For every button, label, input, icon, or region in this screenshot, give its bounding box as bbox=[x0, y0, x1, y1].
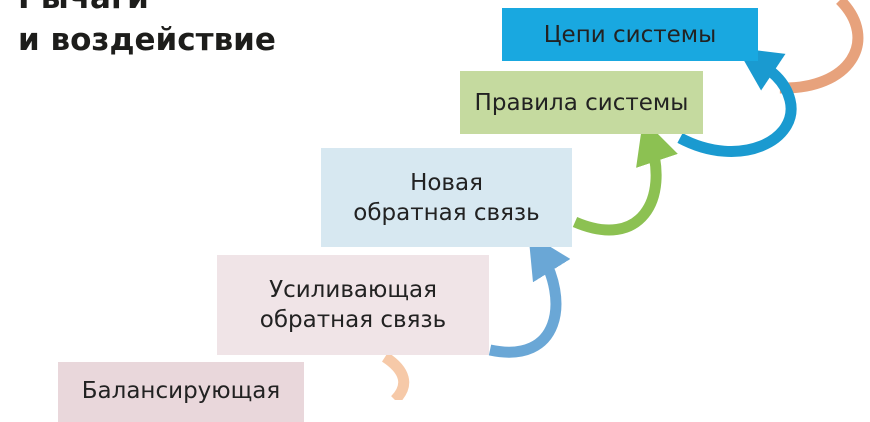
page-title: Рычаги и воздействие bbox=[18, 0, 276, 60]
step-new-feedback: Новая обратная связь bbox=[321, 148, 572, 247]
step-label-line-2: обратная связь bbox=[353, 199, 540, 226]
arrow-blue-to-chains bbox=[677, 47, 797, 157]
step-rules: Правила системы bbox=[460, 71, 703, 134]
arrows-layer bbox=[381, 0, 864, 400]
step-label: Правила системы bbox=[474, 89, 689, 116]
step-label-line-1: Новая bbox=[410, 169, 483, 196]
step-label-line-1: Усиливающая bbox=[269, 277, 437, 303]
step-label: Балансирующая bbox=[81, 378, 281, 404]
arrow-lightblue-to-new bbox=[488, 233, 571, 358]
title-line-1: Рычаги bbox=[18, 0, 276, 18]
step-label: Цепи системы bbox=[543, 21, 717, 48]
step-balancing: Балансирующая bbox=[58, 362, 304, 422]
arrow-peach-to-reinforcing bbox=[381, 352, 410, 400]
arrow-top-orange bbox=[779, 0, 864, 94]
step-label-line-2: обратная связь bbox=[259, 307, 447, 333]
step-reinforcing-feedback: Усиливающая обратная связь bbox=[217, 255, 489, 355]
title-line-2: и воздействие bbox=[18, 22, 276, 58]
arrow-green-to-rules bbox=[572, 119, 678, 236]
step-chains: Цепи системы bbox=[502, 8, 758, 61]
